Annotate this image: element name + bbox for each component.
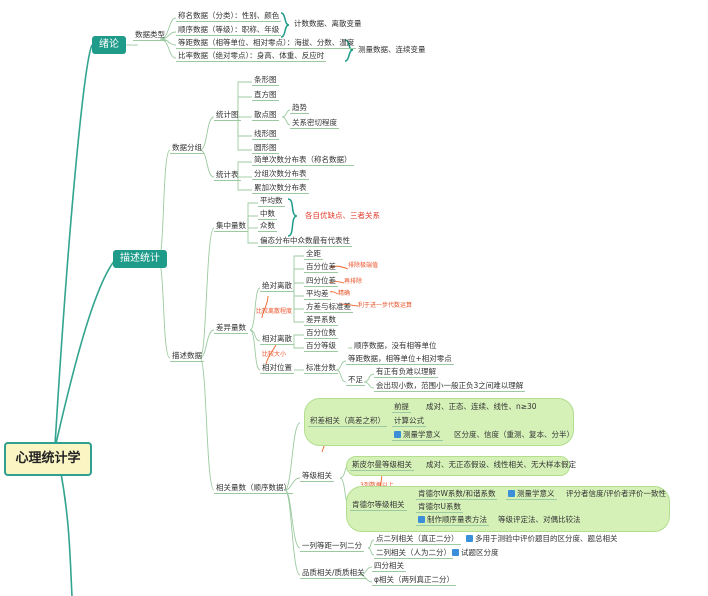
note-icon — [452, 549, 459, 556]
annotation-algebra: 利于进一步代数运算 — [358, 302, 413, 309]
node-z-deficiency-1[interactable]: 有正有负难以理解 — [374, 367, 438, 378]
annotation-precise: 精确 — [338, 290, 351, 297]
node-absolute-dispersion[interactable]: 绝对离散 — [260, 281, 294, 292]
branch-descriptive[interactable]: 描述统计 — [113, 250, 167, 268]
node-describe-data[interactable]: 描述数据 — [170, 351, 204, 362]
node-correlation[interactable]: 相关量数（顺序数据） — [214, 483, 293, 494]
node-qualitative-corr[interactable]: 品质相关/质质相关 — [300, 568, 367, 579]
note-count-data: 计数数据、离散变量 — [294, 19, 362, 28]
node-cv[interactable]: 差异系数 — [304, 315, 338, 326]
node-biserial[interactable]: 二列相关（人为二分） — [374, 548, 453, 559]
node-kendall[interactable]: 肯德尔等级相关 — [350, 500, 407, 511]
branch-intro[interactable]: 绪论 — [92, 36, 126, 54]
node-mode[interactable]: 众数 — [258, 221, 277, 232]
node-interval-dichotomous[interactable]: 一列等距一列二分 — [300, 541, 364, 552]
node-kendall-u[interactable]: 肯德尔U系数 — [416, 502, 463, 513]
note-central-relations: 各自优缺点、三者关系 — [305, 211, 380, 220]
node-mean-deviation[interactable]: 平均差 — [304, 289, 331, 300]
node-line-graph[interactable]: 线形图 — [252, 129, 279, 140]
node-ordinal[interactable]: 顺序数据（等级）：职称、年级 — [176, 25, 282, 36]
node-relative-position[interactable]: 相对位置 — [260, 363, 294, 374]
node-simple-table[interactable]: 简单次数分布表（称名数据） — [252, 155, 354, 166]
node-ordinal-scale[interactable]: 制作顺序量表方法 — [416, 515, 489, 526]
note-icon — [466, 535, 473, 542]
node-percentile-point[interactable]: 百分位数 — [304, 328, 338, 339]
node-relative-dispersion[interactable]: 相对离散 — [260, 334, 294, 345]
node-cumulative-table[interactable]: 累加次数分布表 — [252, 183, 309, 194]
node-premise[interactable]: 前提 — [392, 402, 411, 413]
note-icon — [508, 490, 515, 497]
note-icon — [418, 516, 425, 523]
node-phi[interactable]: φ相关（两列真正二分） — [372, 575, 456, 586]
node-scatter[interactable]: 散点图 — [252, 110, 279, 121]
note-icon — [394, 431, 401, 438]
node-stat-graph[interactable]: 统计图 — [214, 110, 241, 121]
node-point-biserial-detail[interactable]: 多用于测验中评价题目的区分度、题总相关 — [464, 534, 620, 544]
node-spearman[interactable]: 斯皮尔曼等级相关 — [350, 460, 414, 471]
node-relation-degree[interactable]: 关系密切程度 — [290, 118, 339, 129]
node-mean[interactable]: 平均数 — [258, 196, 285, 207]
node-skew-mode[interactable]: 偏态分布中众数最有代表性 — [258, 236, 352, 247]
node-percentile-rank[interactable]: 百分等级 — [304, 341, 338, 352]
annotation-exclude-again: 再排除 — [344, 278, 363, 285]
annotation-exclude-extremes: 排除极端值 — [348, 262, 379, 269]
node-kendall-w-meaning[interactable]: 测量学意义 — [506, 489, 557, 500]
node-interval[interactable]: 等距数据（相等单位、相对零点）：海拔、分数、温度 — [176, 38, 357, 49]
node-measure-meaning[interactable]: 测量学意义 — [392, 430, 443, 441]
node-kendall-w-detail[interactable]: 评分者信度/评价者评价一致性 — [566, 489, 667, 498]
node-spearman-detail[interactable]: 成对、无正态假设、线性相关、无大样本假定 — [426, 460, 576, 469]
node-z-deficiency-2[interactable]: 会出现小数，范围小一般正负3之间难以理解 — [374, 381, 526, 392]
node-z-deficiency[interactable]: 不足 — [346, 375, 365, 386]
node-rank-corr[interactable]: 等级相关 — [300, 471, 334, 482]
node-pearson[interactable]: 积差相关（高差之积） — [308, 416, 387, 427]
node-biserial-detail[interactable]: 试题区分度 — [450, 548, 501, 558]
node-dispersion[interactable]: 差异量数 — [214, 323, 248, 334]
node-premise-detail[interactable]: 成对、正态、连续、线性、n≥30 — [426, 402, 537, 411]
annotation-compare-size: 比较大小 — [262, 351, 287, 358]
node-bar-graph[interactable]: 条形图 — [252, 75, 279, 86]
cloud-pearson — [304, 398, 574, 446]
annotation-three-columns: 3列数据以上 — [360, 482, 394, 490]
node-pie-graph[interactable]: 圆形图 — [252, 143, 279, 154]
node-central-tendency[interactable]: 集中量数 — [214, 221, 248, 232]
node-data-types[interactable]: 数据类型 — [133, 30, 167, 41]
annotation-compare-dispersion: 比较离散程度 — [256, 308, 293, 315]
node-grouped-table[interactable]: 分组次数分布表 — [252, 169, 309, 180]
node-histogram[interactable]: 直方图 — [252, 90, 279, 101]
note-measure-data: 测量数据、连续变量 — [358, 45, 426, 54]
node-z-score[interactable]: 标准分数 — [304, 363, 338, 374]
node-ratio[interactable]: 比率数据（绝对零点）：身高、体重、反应时 — [176, 51, 327, 62]
node-formula[interactable]: 计算公式 — [392, 416, 426, 427]
node-grouping[interactable]: 数据分组 — [170, 143, 204, 154]
node-quartile-deviation[interactable]: 四分位差 — [304, 276, 338, 287]
node-variance-sd[interactable]: 方差与标准差 — [304, 302, 353, 313]
cloud-spearman — [346, 456, 570, 476]
node-ordinal-scale-detail[interactable]: 等级评定法、对偶比较法 — [498, 515, 581, 524]
node-trend[interactable]: 趋势 — [290, 103, 309, 114]
node-kendall-w[interactable]: 肯德尔W系数/和谐系数 — [416, 489, 498, 500]
node-nominal[interactable]: 称名数据（分类）：性别、颜色 — [176, 11, 282, 22]
root-topic[interactable]: 心理统计学 — [4, 442, 92, 476]
node-tetrachoric[interactable]: 四分相关 — [372, 561, 406, 572]
node-reliability-detail[interactable]: 区分度、信度（重测、复本、分半） — [454, 430, 574, 439]
node-median[interactable]: 中数 — [258, 209, 277, 220]
node-stat-table[interactable]: 统计表 — [214, 170, 241, 181]
node-percentile-range[interactable]: 百分位差 — [304, 262, 338, 273]
note-percentile-rank: 顺序数据，没有相等单位 — [354, 341, 437, 350]
node-point-biserial[interactable]: 点二列相关（真正二分） — [374, 534, 461, 545]
node-z-score-note[interactable]: 等距数据，相等单位+相对零点 — [346, 354, 454, 365]
node-range[interactable]: 全距 — [304, 249, 323, 260]
